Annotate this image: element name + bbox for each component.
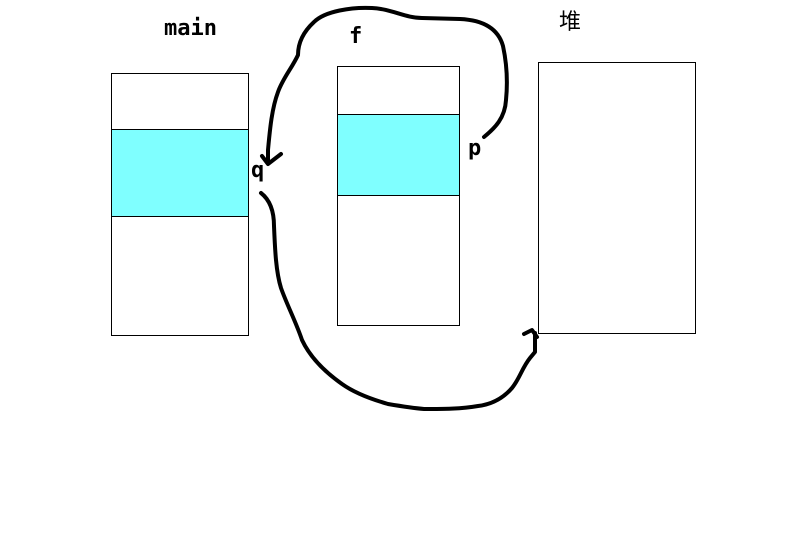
- arrowhead-at-q: [260, 152, 283, 166]
- arrowhead-at-heap: [522, 328, 539, 339]
- heap-block: [538, 62, 696, 334]
- main-highlighted-slot: [112, 129, 248, 217]
- main-frame-title: main: [164, 16, 217, 41]
- f-highlighted-slot: [338, 114, 459, 196]
- f-frame-title: f: [349, 24, 363, 49]
- main-stack-frame: [111, 73, 249, 336]
- pointer-q-label: q: [251, 158, 265, 183]
- f-stack-frame: [337, 66, 460, 326]
- pointer-p-label: p: [468, 136, 482, 161]
- heap-title: 堆: [559, 10, 582, 35]
